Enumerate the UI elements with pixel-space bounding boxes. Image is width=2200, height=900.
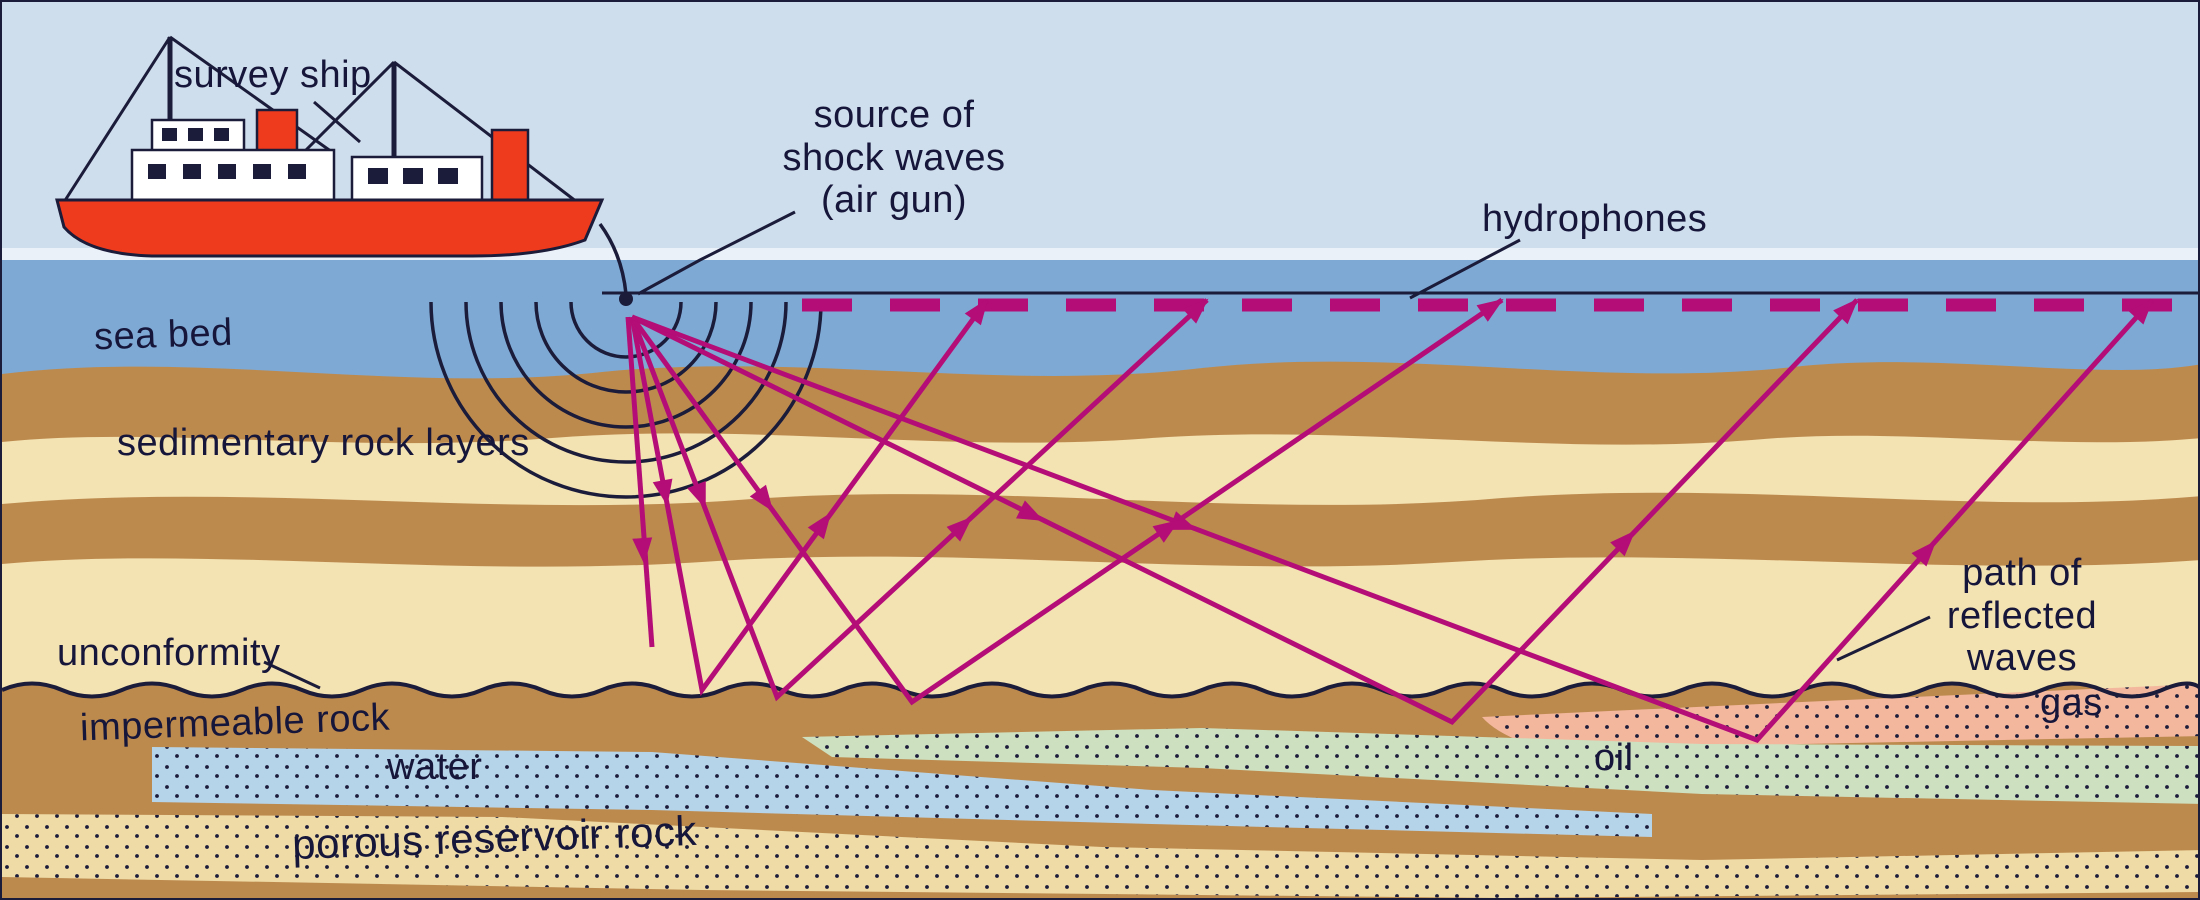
sea-surface — [2, 248, 2198, 260]
hydrophones-leader — [1409, 238, 1521, 300]
ship-funnel — [490, 128, 530, 202]
survey-ship-label: survey ship — [174, 54, 372, 96]
leader-lines — [263, 100, 1931, 690]
oil-label: oil — [1594, 737, 1634, 779]
sea-bed-label: sea bed — [93, 311, 234, 359]
survey-ship — [55, 35, 633, 306]
ship-funnel — [255, 108, 299, 156]
ray-arrowheads — [632, 298, 2154, 567]
hydrophones-label: hydrophones — [1482, 198, 1708, 240]
ray-path — [629, 297, 1504, 706]
sedimentary-label: sedimentary rock layers — [117, 422, 530, 464]
ray-path — [629, 298, 1209, 702]
ray-path — [631, 298, 2154, 743]
shock-source-leader — [637, 210, 796, 296]
survey-ship-leader — [313, 100, 361, 144]
gas-label: gas — [2040, 682, 2103, 724]
rock-band — [2, 492, 2198, 567]
shock-source-label: source of shock waves (air gun) — [782, 94, 1006, 222]
unconformity-line — [2, 681, 2198, 699]
ship-windows — [148, 128, 458, 184]
seabed-layer — [2, 361, 2198, 445]
unconformity-label: unconformity — [57, 632, 281, 674]
ship-hull — [55, 198, 605, 258]
ray-path — [630, 298, 1859, 726]
airgun-cable — [598, 222, 628, 295]
water-label: water — [387, 746, 483, 788]
ray-path — [629, 298, 990, 697]
ray-path — [625, 316, 655, 648]
airgun-source — [619, 292, 633, 306]
reflected-path-leader — [1836, 615, 1931, 662]
mast-rigging — [62, 35, 578, 204]
unconformity-leader — [263, 660, 321, 690]
reflected-wave-paths — [625, 297, 2154, 743]
reflected-path-label: path of reflected waves — [1946, 552, 2098, 680]
